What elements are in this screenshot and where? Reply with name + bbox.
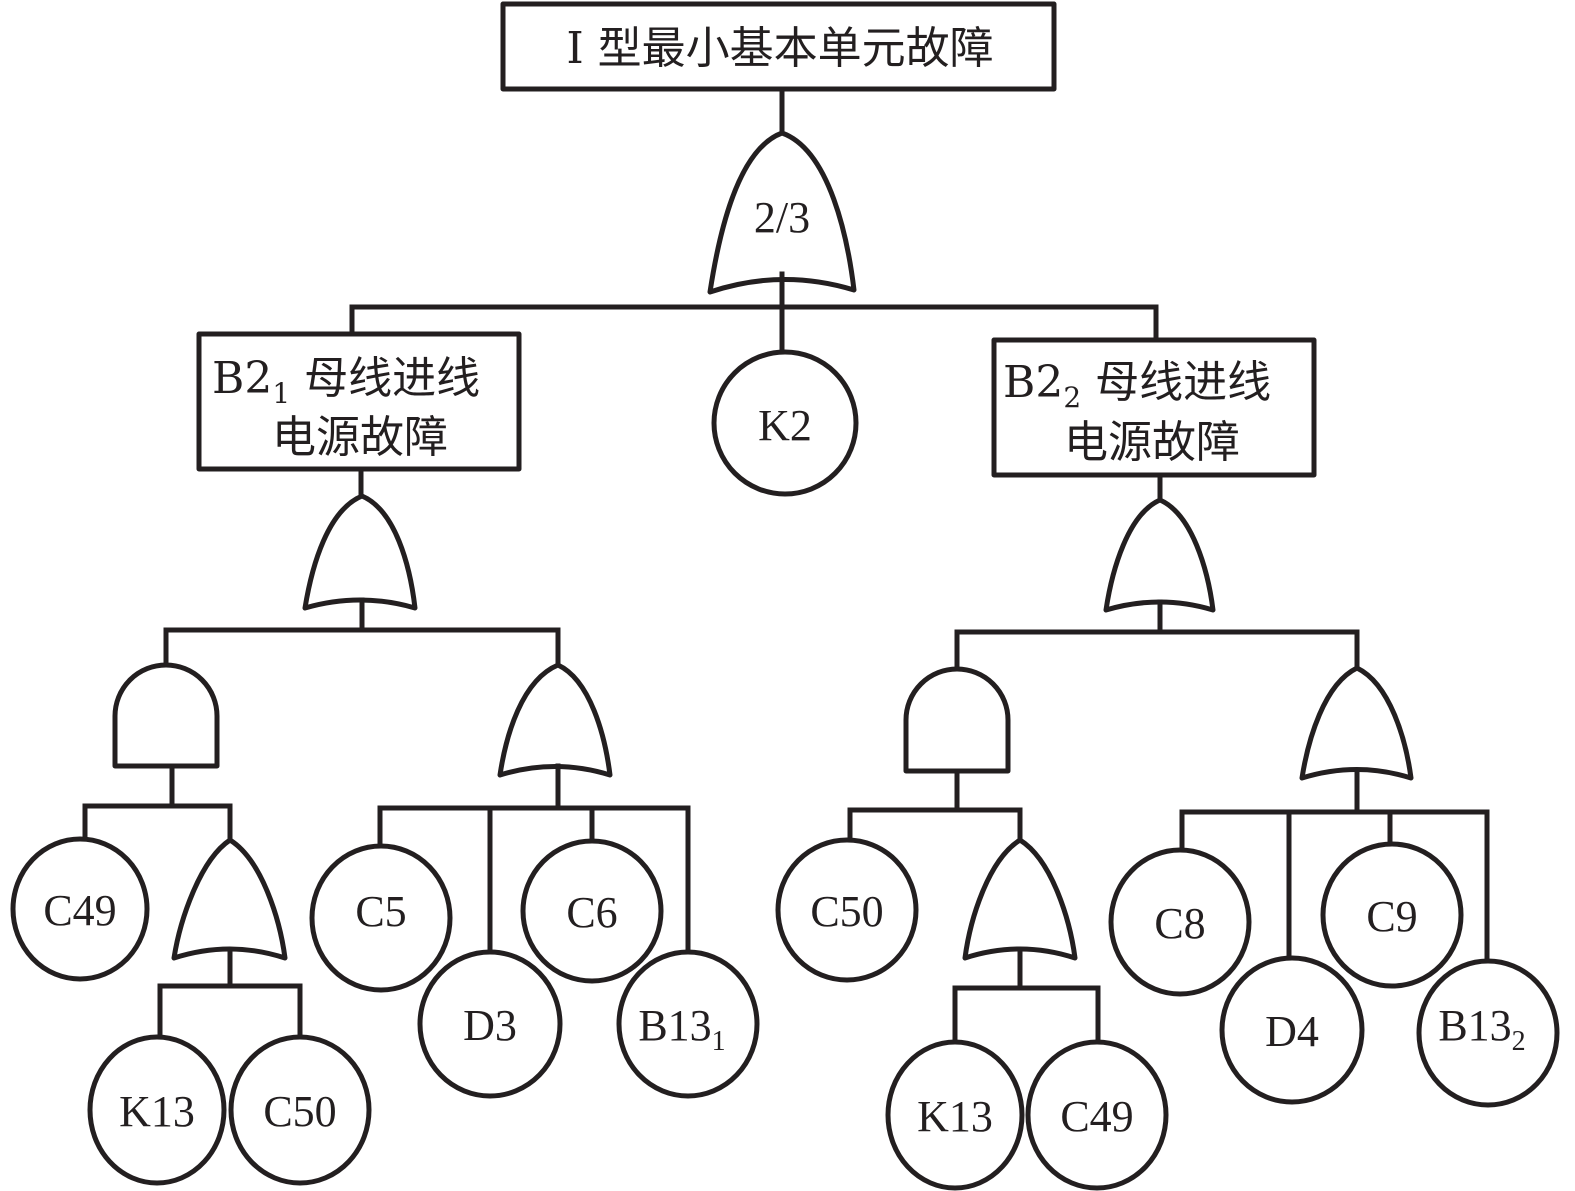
basic-event-circle xyxy=(616,949,760,1099)
basic-event-k13: K13 xyxy=(87,1034,227,1186)
or-gate-left-sub xyxy=(171,837,288,961)
event-b2-1-line1: B21 母线进线 xyxy=(212,353,480,410)
event-b2-2-line2: 电源故障 xyxy=(1064,417,1240,468)
basic-event-label: K2 xyxy=(758,401,812,450)
basic-event-label: C50 xyxy=(263,1087,336,1136)
basic-event-label: C8 xyxy=(1154,899,1205,948)
basic-event-c50: C50 xyxy=(228,1034,372,1186)
basic-event-label: D4 xyxy=(1265,1007,1319,1056)
top-event-box xyxy=(500,1,1057,92)
basic-event-label: B131 xyxy=(638,1001,725,1057)
and-gate-right xyxy=(903,666,1011,774)
basic-event-circle xyxy=(417,949,563,1099)
basic-event-label: K13 xyxy=(119,1087,195,1136)
or-gate-right-main xyxy=(1103,497,1216,613)
basic-event-k13: K13 xyxy=(885,1039,1025,1191)
basic-event-d4: D4 xyxy=(1219,955,1365,1105)
basic-event-label: C49 xyxy=(1060,1092,1133,1141)
basic-event-label: D3 xyxy=(463,1001,517,1050)
basic-event-circle xyxy=(775,837,919,983)
event-b2-2-box xyxy=(991,337,1317,478)
basic-event-circle xyxy=(885,1039,1025,1191)
basic-event-c6: C6 xyxy=(520,838,664,984)
top-event: Ⅰ 型最小基本单元故障 xyxy=(500,1,1057,92)
basic-event-label: C6 xyxy=(566,888,617,937)
basic-event-circle xyxy=(309,843,453,993)
basic-event-d3: D3 xyxy=(417,949,563,1099)
basic-event-b13-1: B131 xyxy=(616,949,760,1099)
basic-event-c49: C49 xyxy=(1025,1039,1169,1191)
basic-event-circle xyxy=(1025,1039,1169,1191)
basic-event-c49: C49 xyxy=(10,836,150,982)
basic-event-label: C50 xyxy=(810,887,883,936)
basic-event-circle xyxy=(711,349,859,497)
vote-gate-2-of-3: 2/3 xyxy=(707,130,857,295)
basic-event-circle xyxy=(87,1034,227,1186)
vote-gate-label: 2/3 xyxy=(754,193,810,242)
event-b2-2: B22 母线进线 电源故障 xyxy=(991,337,1317,478)
basic-event-k2: K2 xyxy=(711,349,859,497)
basic-event-label: C9 xyxy=(1366,892,1417,941)
basic-event-circle xyxy=(1320,841,1464,989)
or-gate-left-main xyxy=(302,493,418,611)
basic-event-circle xyxy=(228,1034,372,1186)
basic-event-label: K13 xyxy=(917,1092,993,1141)
basic-event-circle xyxy=(1108,847,1252,997)
or-gate-left-right xyxy=(497,662,613,778)
or-gate-right-right xyxy=(1299,665,1414,781)
event-b2-1-box xyxy=(196,331,522,472)
top-event-label: Ⅰ 型最小基本单元故障 xyxy=(566,23,993,74)
basic-event-b13-2: B132 xyxy=(1416,958,1560,1108)
basic-event-label: B132 xyxy=(1438,1001,1525,1057)
event-b2-1-line2: 电源故障 xyxy=(272,412,448,463)
basic-event-circle xyxy=(10,836,150,982)
basic-event-c5: C5 xyxy=(309,843,453,993)
or-gate-right-sub xyxy=(962,837,1078,961)
basic-event-circle xyxy=(520,838,664,984)
basic-event-c50: C50 xyxy=(775,837,919,983)
basic-event-circle xyxy=(1416,958,1560,1108)
basic-event-label: C5 xyxy=(355,887,406,936)
basic-event-label: C49 xyxy=(43,886,116,935)
basic-event-c8: C8 xyxy=(1108,847,1252,997)
basic-event-circle xyxy=(1219,955,1365,1105)
event-b2-2-line1: B22 母线进线 xyxy=(1003,357,1271,414)
and-gate-left xyxy=(112,662,220,769)
basic-event-c9: C9 xyxy=(1320,841,1464,989)
event-b2-1: B21 母线进线 电源故障 xyxy=(196,331,522,472)
